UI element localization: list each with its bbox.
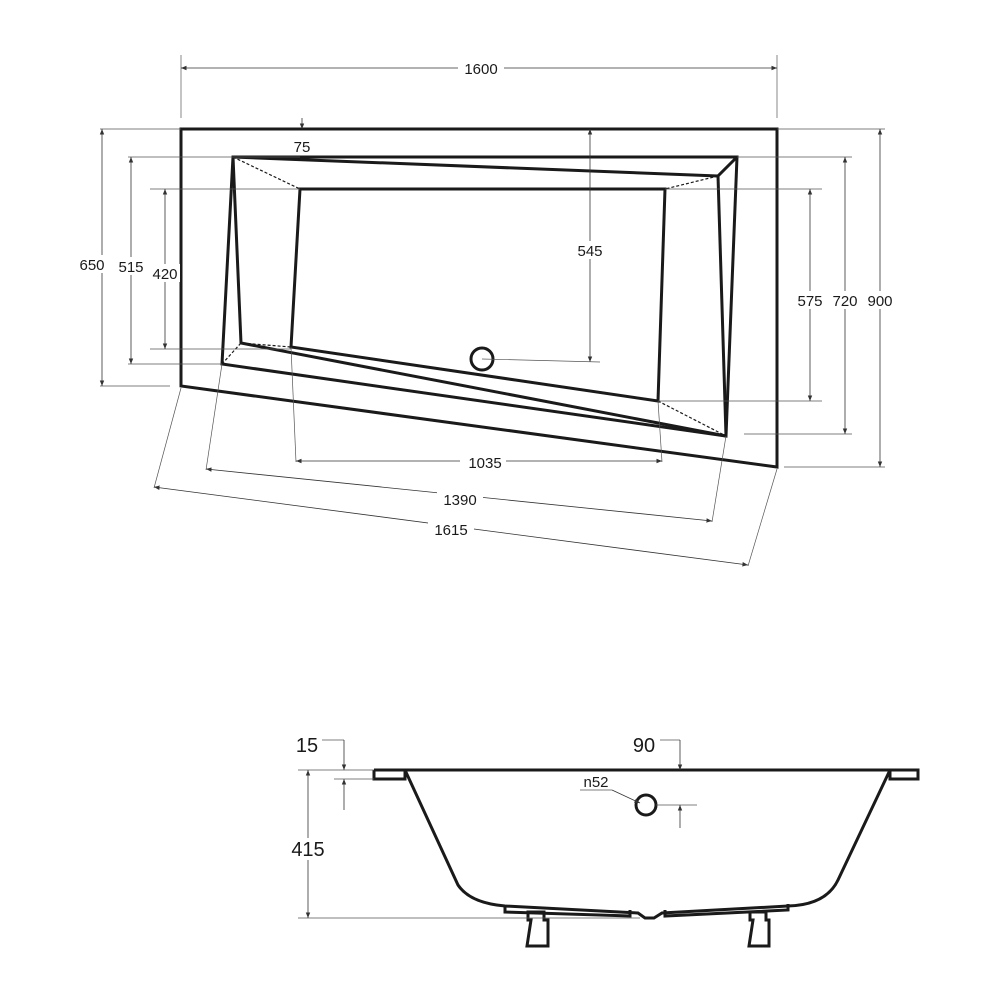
- dim-label-75: 75: [294, 139, 311, 156]
- dim-label-415: 415: [291, 839, 324, 861]
- dim-label-1600: 1600: [464, 61, 497, 78]
- dim-label-420: 420: [152, 266, 177, 283]
- outer-outline: [179, 127, 779, 469]
- dim-label-1390: 1390: [443, 492, 476, 509]
- side-base-right: [663, 904, 790, 918]
- corner-dash-bl: [221, 342, 292, 365]
- dim-label-515: 515: [118, 259, 143, 276]
- side-view: n52 90 15 415: [286, 735, 920, 948]
- dim-label-15: 15: [296, 735, 318, 757]
- dim-label-575: 575: [797, 293, 822, 310]
- dim-label-720: 720: [832, 293, 857, 310]
- side-body: [402, 768, 893, 920]
- top-view: 1600 75 650 515 420 545 575: [78, 55, 896, 567]
- dim-label-n52: n52: [583, 774, 608, 791]
- dim-label-545: 545: [577, 243, 602, 260]
- dim-label-900: 900: [867, 293, 892, 310]
- overflow-circle: [634, 793, 658, 817]
- foot-left: [525, 910, 550, 948]
- bowl-wall-left: [231, 156, 727, 438]
- dim-label-1615: 1615: [434, 522, 467, 539]
- side-base-left: [503, 906, 632, 918]
- corner-dash-tr: [664, 175, 719, 190]
- dim-label-1035: 1035: [468, 455, 501, 472]
- dim-label-90: 90: [633, 735, 655, 757]
- bowl-wall-top: [232, 155, 719, 178]
- corner-dash-tl: [232, 156, 301, 190]
- corner-dash-br: [657, 400, 727, 437]
- dim-label-650: 650: [79, 257, 104, 274]
- foot-right: [747, 910, 771, 948]
